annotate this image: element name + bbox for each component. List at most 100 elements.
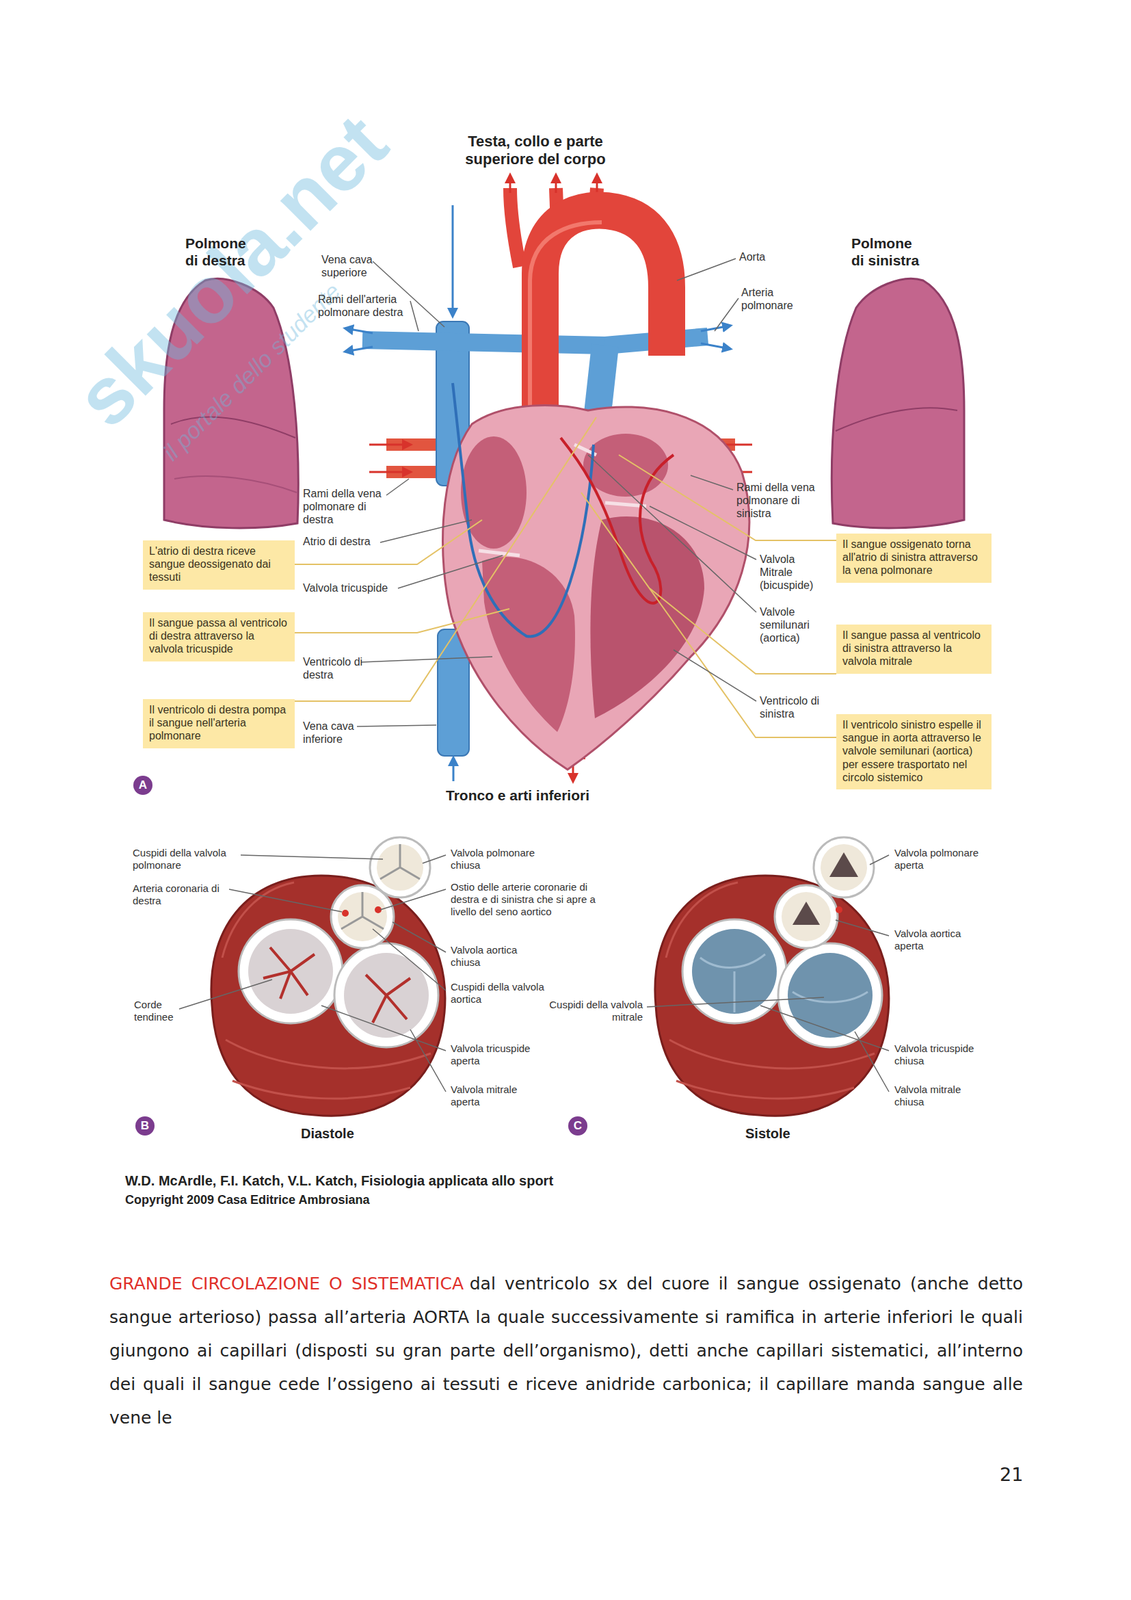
organ-name: Polmone di sinistra xyxy=(851,234,924,269)
callout-text: L'atrio di destra riceve sangue deossige… xyxy=(149,544,289,584)
heart-base-systole-part xyxy=(792,991,868,1002)
callout-box: Il sangue passa al ventricolo di destra … xyxy=(142,611,295,662)
part-name: Valvola aortica aperta xyxy=(894,927,984,952)
pulmonary-artery-part xyxy=(362,339,606,346)
leader-line-part xyxy=(229,888,342,912)
leader-line-part xyxy=(386,478,409,496)
part-name: Valvola tricuspide aperta xyxy=(450,1042,540,1067)
leader-line-part xyxy=(240,854,383,859)
vena-cava-part xyxy=(451,205,455,316)
leader-line-part xyxy=(673,649,757,701)
panel-badge: A xyxy=(133,775,153,795)
lung-right-side-part xyxy=(174,475,297,493)
leader-line-part xyxy=(760,1005,889,1051)
heart-base-systole-part xyxy=(792,901,820,925)
part-name: Atrio di destra xyxy=(302,534,399,548)
heart-section-part xyxy=(583,433,669,497)
leader-line-part xyxy=(392,921,446,952)
heart-section-part xyxy=(443,405,750,770)
heart-base-systole-part xyxy=(835,906,843,913)
leader-line-part xyxy=(869,854,889,865)
callout-leader-part xyxy=(294,417,597,701)
part-name: Valvola tricuspide chiusa xyxy=(894,1042,994,1067)
part-name: Rami della vena polmonare di destra xyxy=(302,486,399,527)
part-name: Valvola mitrale chiusa xyxy=(894,1083,980,1108)
leader-line-part xyxy=(372,928,446,991)
heart-base-systole xyxy=(655,836,889,1116)
lung-left-side-part xyxy=(831,278,965,528)
badge-letter: B xyxy=(140,1118,150,1133)
badge-letter: A xyxy=(138,778,148,792)
leader-line-part xyxy=(410,300,419,331)
part-name: Vena cava superiore xyxy=(321,253,383,279)
leader-line-part xyxy=(361,656,493,662)
figure-heading: Testa, collo e parte superiore del corpo xyxy=(446,132,625,169)
heart-base-diastole-part xyxy=(334,942,439,1047)
body-text: dal ventricolo sx del cuore il sangue os… xyxy=(109,1273,1023,1428)
part-name: Valvola polmonare chiusa xyxy=(450,846,550,872)
callout-text: Il sangue ossigenato torna all'atrio di … xyxy=(842,537,986,578)
part-name: Rami dell'arteria polmonare destra xyxy=(317,292,421,319)
heart-base-systole-part xyxy=(829,852,859,877)
heart-base-diastole-part xyxy=(263,947,315,999)
body-paragraph: GRANDE CIRCOLAZIONE O SISTEMATICAdal ven… xyxy=(109,1266,1023,1434)
pulmonary-artery-part xyxy=(345,346,373,352)
aorta-part xyxy=(596,175,599,193)
callout-leader-part xyxy=(294,608,510,633)
panel-title: Sistole xyxy=(745,1124,791,1142)
heart-base-diastole-part xyxy=(376,843,424,891)
callout-leader-part xyxy=(581,492,837,738)
pulmonary-veins-part xyxy=(369,443,411,446)
heart-base-diastole-part xyxy=(341,909,349,917)
callout-leader-part xyxy=(294,519,483,565)
part-name: Cuspidi della valvola mitrale xyxy=(547,998,643,1023)
part-name: Ventricolo di destra xyxy=(302,655,372,682)
organ-name: Polmone di destra xyxy=(185,234,258,269)
panel-title: Diastole xyxy=(300,1124,355,1142)
callout-text: Il sangue passa al ventricolo di sinistr… xyxy=(842,628,986,669)
part-name: Valvola Mitrale (bicuspide) xyxy=(759,552,829,593)
part-name: Valvola tricuspide xyxy=(302,581,413,595)
leader-line-part xyxy=(380,519,472,543)
heart-base-diastole-part xyxy=(222,882,431,1099)
heart-base-systole-part xyxy=(813,836,874,898)
heart-base-diastole xyxy=(211,836,446,1116)
leader-line-part xyxy=(854,1031,889,1092)
part-name: Valvole semilunari (aortica) xyxy=(759,605,829,645)
figure-caption: W.D. McArdle, F.I. Katch, V.L. Katch, Fi… xyxy=(125,1172,554,1189)
heart-section-part xyxy=(452,382,594,637)
section-heading: GRANDE CIRCOLAZIONE O SISTEMATICA xyxy=(109,1273,464,1294)
callout-leader-part xyxy=(649,588,837,674)
heart-section-part xyxy=(482,556,576,732)
part-name: Corde tendinee xyxy=(134,998,196,1023)
callout-text: Il sangue passa al ventricolo di destra … xyxy=(149,616,289,656)
heart-section-part xyxy=(560,437,674,604)
callout-box: Il sangue passa al ventricolo di sinistr… xyxy=(836,624,992,674)
heart-section xyxy=(443,382,750,770)
heart-base-diastole-part xyxy=(380,843,420,879)
panel-badge: B xyxy=(135,1115,155,1136)
leader-line-part xyxy=(410,1029,446,1092)
leader-line-part xyxy=(321,1005,446,1051)
heart-base-systole-part xyxy=(820,843,868,891)
lung-left-side-part xyxy=(835,407,958,431)
part-name: Arteria polmonare xyxy=(741,285,807,312)
leader-line-part xyxy=(690,475,734,490)
badge-letter: C xyxy=(573,1118,582,1133)
aorta-part xyxy=(509,175,512,193)
aorta-part xyxy=(510,188,520,267)
part-name: Ostio delle arterie coronarie di destra … xyxy=(450,880,612,918)
heart-base-systole-part xyxy=(666,882,875,1099)
pulmonary-veins-part xyxy=(369,471,411,474)
heart-base-diastole-part xyxy=(341,891,384,929)
lung-left-side xyxy=(831,278,965,528)
pulmonary-artery-part xyxy=(700,343,731,349)
heart-base-diastole-part xyxy=(337,891,388,941)
callout-leader xyxy=(294,417,837,738)
leader-line-part xyxy=(676,258,736,281)
page-number: 21 xyxy=(999,1463,1023,1486)
heart-section-part xyxy=(460,436,527,549)
heart-base-systole-part xyxy=(655,875,889,1116)
heart-base-diastole-part xyxy=(211,875,446,1116)
